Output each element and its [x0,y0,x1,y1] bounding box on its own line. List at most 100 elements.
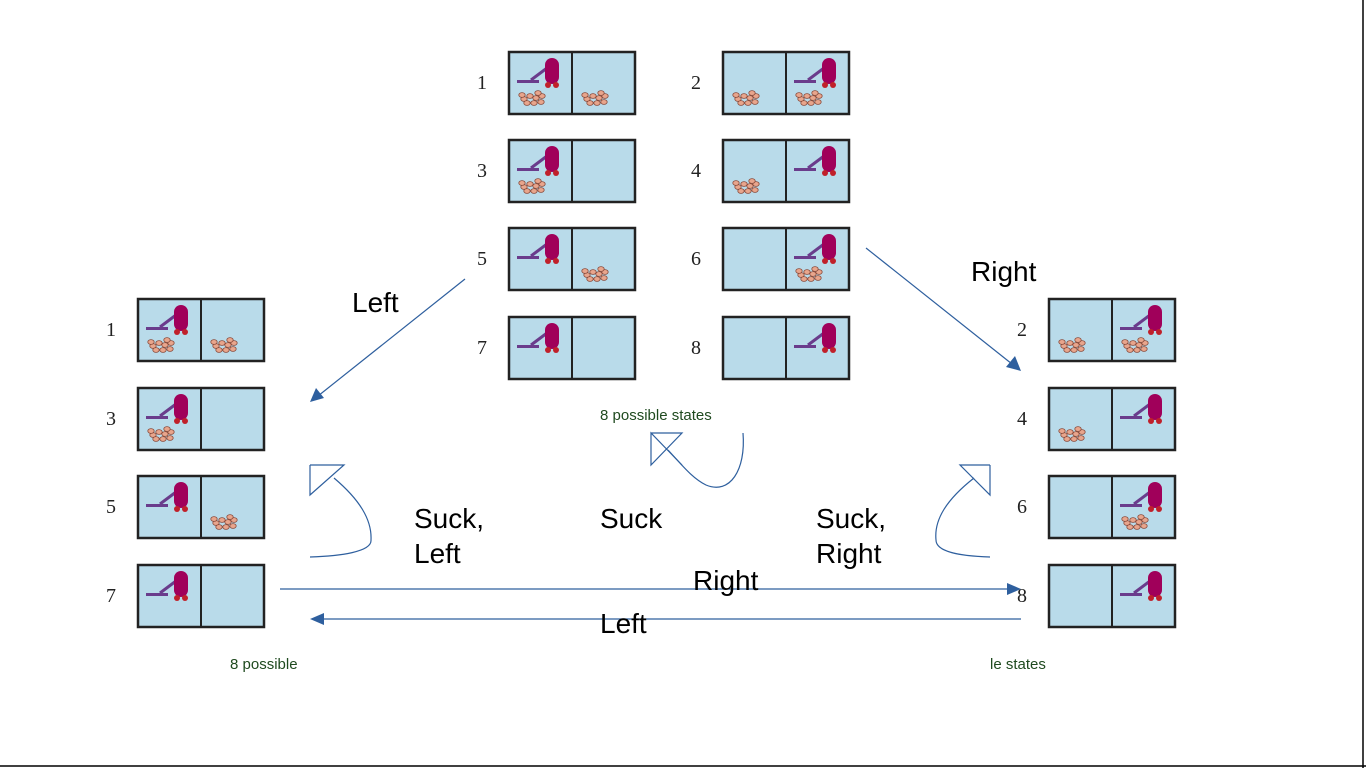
vacuum-wheel [822,258,828,264]
vacuum-wheel [174,329,180,335]
vacuum-nozzle [146,416,168,419]
vacuum-body [1148,571,1162,597]
dirt-speck [737,100,745,106]
vacuum-wheel [822,82,828,88]
vacuum-hose [807,154,825,170]
vacuum-icon [1120,571,1162,601]
label-suck-left-1: Suck, [414,503,484,534]
dirt-speck [1121,516,1129,522]
vacuum-nozzle [146,327,168,330]
state-number: 1 [106,319,116,341]
dirt-speck [748,90,756,96]
vacuum-wheel [1148,506,1154,512]
state-number: 3 [106,408,116,430]
label-suck-left-2: Left [414,538,461,569]
dirt-speck [210,516,218,522]
vacuum-nozzle [794,168,816,171]
label-bottom-right: Right [693,565,759,596]
arrow-right [865,247,1013,365]
dirt-speck [593,100,601,106]
vacuum-body [822,58,836,84]
dirt-speck [1063,347,1071,353]
state-number: 7 [477,337,487,359]
vacuum-wheel [1156,329,1162,335]
dirt-speck [534,178,542,184]
state-box-3 [136,386,266,452]
dirt-speck [589,93,597,99]
dirt-speck [746,95,754,101]
vacuum-icon [1120,482,1162,512]
vacuum-icon [794,146,836,176]
vacuum-wheel [1156,506,1162,512]
vacuum-nozzle [517,345,539,348]
label-suck-right-2: Right [816,538,882,569]
dirt-speck [740,181,748,187]
dirt-speck [1077,346,1085,352]
dirt-speck [744,188,752,194]
dirt-speck [1121,339,1129,345]
dirt-speck [537,187,545,193]
dirt-speck [532,95,540,101]
vacuum-wheel [174,506,180,512]
caption-left: 8 possible [230,656,298,673]
vacuum-icon [1120,394,1162,424]
dirt-speck [161,431,169,437]
vacuum-hose [1133,402,1151,418]
dirt-speck [600,99,608,105]
dirt-speck [1070,436,1078,442]
state-number: 6 [691,248,701,270]
vacuum-nozzle [1120,504,1142,507]
vacuum-wheel [182,595,188,601]
vacuum-hose [1133,313,1151,329]
dirt-speck [795,92,803,98]
dirt-speck [1063,436,1071,442]
dirt-speck [224,342,232,348]
dirt-speck [218,517,226,523]
loop-suck-left-head [309,464,346,497]
dirt-speck [152,436,160,442]
dirt-speck [1077,435,1085,441]
vacuum-wheel [1156,418,1162,424]
vacuum-hose [530,242,548,258]
dirt-speck [155,340,163,346]
dirt-speck [737,188,745,194]
dirt-speck [1135,342,1143,348]
dirt-speck [530,188,538,194]
vacuum-nozzle [517,80,539,83]
vacuum-body [1148,482,1162,508]
dirt-speck [534,90,542,96]
vacuum-wheel [1148,418,1154,424]
dirt-speck [224,519,232,525]
state-number: 4 [691,160,701,182]
dirt-speck [1074,426,1082,432]
dirt-speck [1133,347,1141,353]
label-right: Right [971,256,1037,287]
vacuum-wheel [553,170,559,176]
dirt-speck [746,183,754,189]
dirt-speck [1058,428,1066,434]
dirt-speck [809,271,817,277]
vacuum-wheel [830,258,836,264]
vacuum-nozzle [794,256,816,259]
dirt-speck [155,429,163,435]
vacuum-wheel [1156,595,1162,601]
state-number: 2 [691,72,701,94]
state-box-5 [507,226,637,292]
vacuum-hose [1133,579,1151,595]
vacuum-icon [517,234,559,264]
dirt-speck [518,92,526,98]
vacuum-body [822,146,836,172]
dirt-speck [597,266,605,272]
vacuum-wheel [1148,329,1154,335]
dirt-speck [751,99,759,105]
dirt-speck [159,347,167,353]
dirt-speck [537,99,545,105]
dirt-speck [586,100,594,106]
vacuum-nozzle [517,168,539,171]
vacuum-body [545,323,559,349]
dirt-speck [1058,339,1066,345]
state-box-8 [1047,563,1177,629]
dirt-speck [222,524,230,530]
label-suck-right-1: Suck, [816,503,886,534]
